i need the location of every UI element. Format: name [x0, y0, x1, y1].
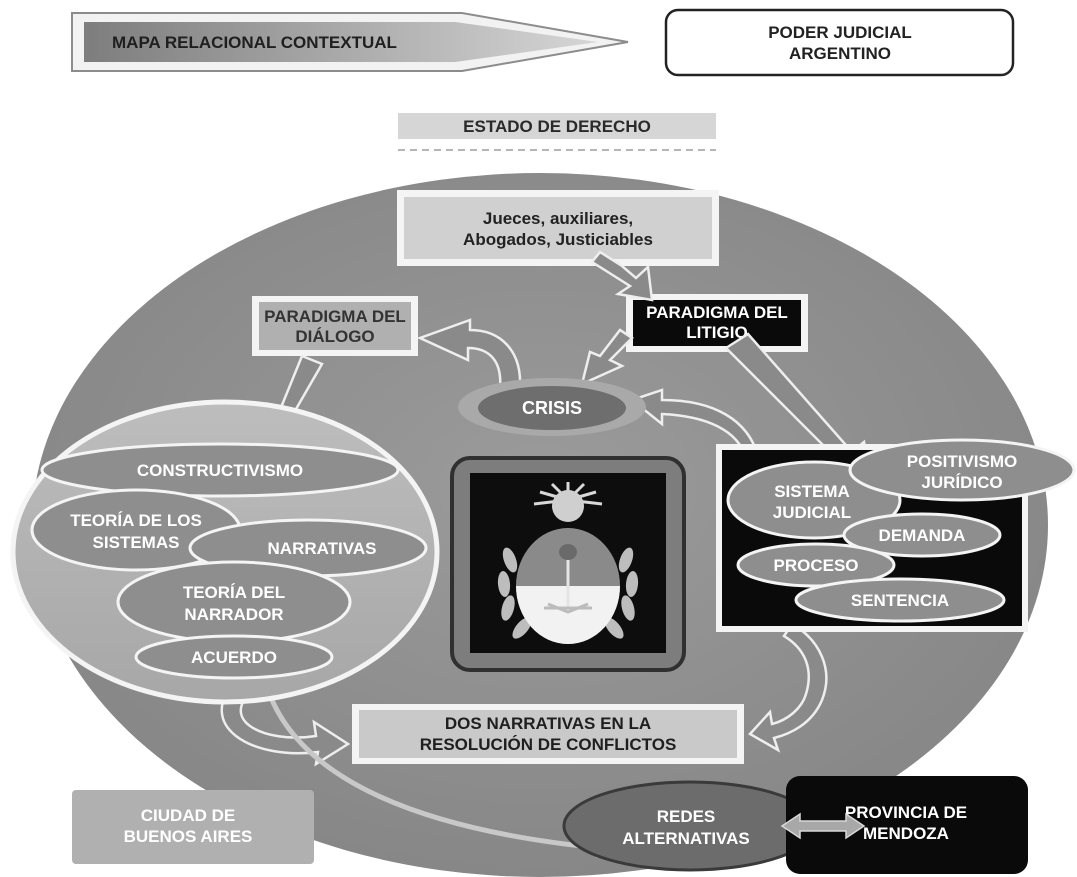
paradigm-litigation-box: PARADIGMA DEL LITIGIO [626, 294, 808, 352]
rule-of-law-label: ESTADO DE DERECHO [398, 113, 716, 151]
positivism-line1: POSITIVISMO [907, 452, 1018, 471]
process-label: PROCESO [773, 556, 858, 575]
two-narratives-line1: DOS NARRATIVAS EN LA [445, 714, 651, 733]
actors-line2: Abogados, Justiciables [463, 230, 653, 249]
actors-box: Jueces, auxiliares, Abogados, Justiciabl… [397, 190, 719, 266]
networks-line2: ALTERNATIVAS [622, 829, 750, 848]
paradigm-litigation-line2: LITIGIO [686, 323, 747, 342]
institution-box: PODER JUDICIAL ARGENTINO [664, 8, 1015, 77]
two-narratives-box: DOS NARRATIVAS EN LA RESOLUCIÓN DE CONFL… [352, 704, 744, 764]
city-line2: BUENOS AIRES [124, 827, 253, 846]
institution-line1: PODER JUDICIAL [768, 23, 912, 42]
judicial-system-line2: JUDICIAL [773, 503, 851, 522]
institution-line2: ARGENTINO [789, 44, 891, 63]
litigation-panel: SISTEMA JUDICIAL POSITIVISMO JURÍDICO DE… [716, 438, 1076, 632]
networks-line1: REDES [657, 807, 716, 826]
systems-theory-line2: SISTEMAS [93, 533, 180, 552]
crisis-node: CRISIS [458, 378, 646, 436]
banner-label: MAPA RELACIONAL CONTEXTUAL [112, 33, 397, 52]
province-line2: MENDOZA [863, 824, 949, 843]
subtitle: ESTADO DE DERECHO [463, 117, 651, 136]
paradigm-dialogue-line1: PARADIGMA DEL [264, 307, 406, 326]
double-arrow-networks-province [780, 812, 866, 840]
argentine-coat-of-arms-icon [497, 482, 639, 644]
header-banner: MAPA RELACIONAL CONTEXTUAL [71, 12, 629, 72]
arrow-agreement-to-networks [265, 689, 601, 851]
curved-arrow-right-to-narratives [748, 622, 828, 753]
province-line1: PROVINCIA DE [845, 803, 967, 822]
actors-line1: Jueces, auxiliares, [483, 209, 633, 228]
city-box: CIUDAD DE BUENOS AIRES [72, 790, 314, 864]
coat-of-arms-panel [450, 456, 686, 672]
narrator-theory-line2: NARRADOR [184, 605, 283, 624]
systems-theory-line1: TEORÍA DE LOS [70, 511, 202, 530]
paradigm-litigation-line1: PARADIGMA DEL [646, 303, 788, 322]
arrow-litigation-to-crisis [580, 328, 634, 387]
positivism-line2: JURÍDICO [921, 473, 1002, 492]
curved-arrow-agreement-to-narratives [220, 682, 351, 767]
alternative-networks-node: REDES ALTERNATIVAS [562, 780, 818, 872]
paradigm-dialogue-line2: DIÁLOGO [295, 327, 374, 346]
narratives-label: NARRATIVAS [268, 539, 377, 558]
curved-arrow-crisis-to-dialogue [416, 318, 522, 390]
judicial-system-line1: SISTEMA [774, 482, 850, 501]
province-box: PROVINCIA DE MENDOZA [786, 776, 1028, 874]
city-line1: CIUDAD DE [141, 806, 235, 825]
dialogue-cluster: CONSTRUCTIVISMO TEORÍA DE LOS SISTEMAS N… [10, 399, 440, 705]
narrator-theory-line1: TEORÍA DEL [183, 583, 285, 602]
agreement-label: ACUERDO [191, 648, 277, 667]
constructivism-label: CONSTRUCTIVISMO [137, 461, 303, 480]
paradigm-dialogue-box: PARADIGMA DEL DIÁLOGO [252, 296, 418, 356]
sentence-label: SENTENCIA [851, 591, 949, 610]
claim-label: DEMANDA [879, 526, 966, 545]
two-narratives-line2: RESOLUCIÓN DE CONFLICTOS [420, 735, 677, 754]
arrow-actors-to-litigation [590, 250, 654, 302]
crisis-label: CRISIS [522, 398, 582, 418]
